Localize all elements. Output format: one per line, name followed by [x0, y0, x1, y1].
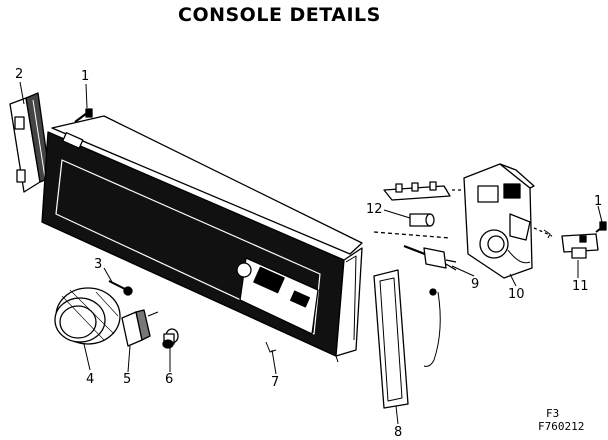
- callout-2: 2: [15, 67, 24, 82]
- callout-8: 8: [394, 425, 403, 440]
- left-end-cap: [9, 92, 51, 193]
- screw-part-3: [108, 280, 133, 296]
- right-trim-panel: [373, 269, 409, 409]
- callout-11: 11: [572, 279, 589, 294]
- screw-left: [74, 108, 93, 123]
- callout-4: 4: [86, 372, 95, 387]
- figure-code-line1: F3: [546, 407, 560, 420]
- clip-part-11: [561, 233, 599, 259]
- timer-knob: [54, 287, 121, 345]
- diagram-title: CONSOLE DETAILS: [178, 4, 381, 26]
- screw-right: [595, 221, 607, 233]
- callout-1-right: 1: [594, 194, 603, 209]
- callout-3: 3: [94, 257, 103, 272]
- switch-part-9: [403, 244, 457, 271]
- console-panel: [41, 115, 363, 363]
- timer-assembly: [463, 163, 553, 279]
- callout-10: 10: [508, 287, 525, 302]
- callout-7: 7: [271, 375, 280, 390]
- callout-1-left: 1: [81, 69, 90, 84]
- callout-6: 6: [165, 372, 174, 387]
- leader-lines: [19, 81, 603, 425]
- callout-5: 5: [123, 372, 132, 387]
- spacer-part-6: [162, 328, 179, 349]
- small-clip: [423, 288, 441, 367]
- cylinder-part-12: [373, 213, 451, 239]
- figure-code-line2: F760212: [538, 420, 585, 433]
- callout-12: 12: [366, 202, 383, 217]
- callout-9: 9: [471, 277, 480, 292]
- switch-bracket: [383, 181, 468, 201]
- knob-insert: [121, 309, 159, 347]
